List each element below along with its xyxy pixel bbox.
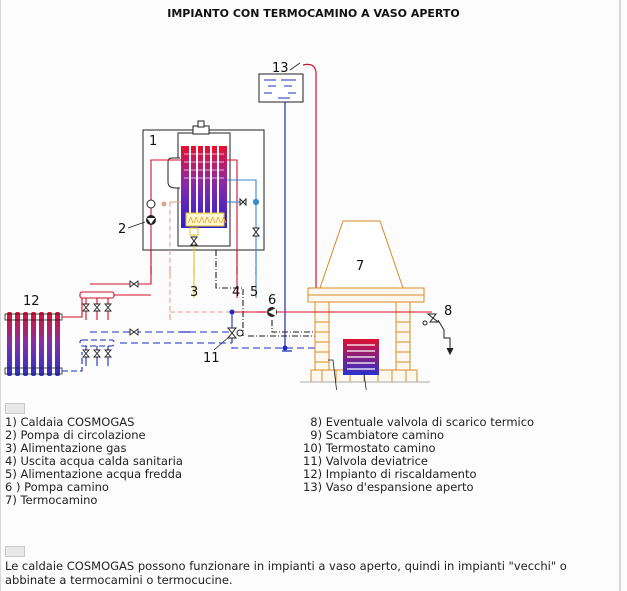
legend-item: 4) Uscita acqua calda sanitaria — [5, 454, 183, 468]
legend-item: 2) Pompa di circolazione — [5, 428, 146, 442]
label-5: 5 — [250, 285, 258, 300]
label-7: 7 — [356, 259, 364, 274]
label-3: 3 — [190, 285, 198, 300]
legend-item: 6 ) Pompa camino — [5, 480, 109, 494]
legend-item: 5) Alimentazione acqua fredda — [5, 467, 183, 481]
legend-left: 1) Caldaia COSMOGAS 2) Pompa di circolaz… — [5, 416, 183, 507]
legend-item: 9) Scambiatore camino — [303, 428, 445, 442]
cold-inlet-valve-icon — [190, 197, 260, 246]
manifold-valves-icon — [82, 280, 139, 358]
radiator — [4, 312, 63, 376]
legend-item: 8) Eventuale valvola di scarico termico — [303, 415, 535, 429]
legend-item: 11) Valvola deviatrice — [303, 454, 428, 468]
legend-item: 13) Vaso d'espansione aperto — [303, 480, 474, 494]
diverter-valve-icon — [226, 327, 244, 339]
fireplace-exchanger — [343, 339, 379, 375]
overflow-pipe — [302, 63, 317, 312]
circulation-pump-icon — [146, 199, 167, 225]
expansion-tank: 13 — [258, 61, 304, 103]
page-title: IMPIANTO CON TERMOCAMINO A VASO APERTO — [167, 7, 460, 20]
label-1: 1 — [149, 134, 157, 149]
system-diagram: 13 1 ΛΛΛΛΛΛΛ — [4, 61, 454, 390]
boiler: 1 ΛΛΛΛΛΛΛ — [142, 120, 265, 251]
label-11: 11 — [203, 351, 220, 366]
svg-text:ΛΛΛΛΛΛΛ: ΛΛΛΛΛΛΛ — [188, 216, 227, 225]
flow-arrows — [150, 266, 265, 333]
thermal-discharge-valve-icon — [422, 313, 454, 356]
legend-item: 3) Alimentazione gas — [5, 441, 127, 455]
label-2: 2 — [118, 222, 126, 237]
label-13: 13 — [272, 61, 289, 76]
legend-item: 10) Termostato camino — [303, 441, 436, 455]
label-8: 8 — [444, 304, 452, 319]
legend-item: 12) Impianto di riscaldamento — [303, 467, 477, 481]
fireplace — [307, 220, 425, 383]
legend-item: 1) Caldaia COSMOGAS — [5, 415, 135, 429]
note-image-placeholder — [5, 546, 25, 557]
label-4: 4 — [232, 285, 240, 300]
fireplace-pump-icon — [267, 307, 277, 317]
legend-item: 7) Termocamino — [5, 493, 98, 507]
description-note: Le caldaie COSMOGAS possono funzionare i… — [5, 559, 567, 587]
legend-image-placeholder — [5, 403, 25, 414]
label-6: 6 — [268, 293, 276, 308]
legend-right: 8) Eventuale valvola di scarico termico … — [303, 416, 534, 494]
label-12: 12 — [23, 294, 40, 309]
